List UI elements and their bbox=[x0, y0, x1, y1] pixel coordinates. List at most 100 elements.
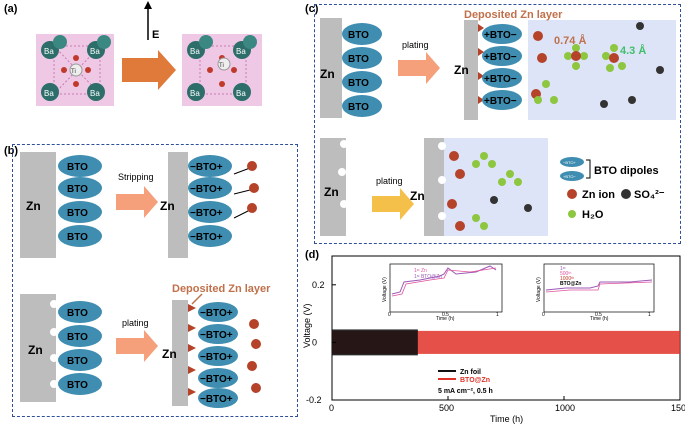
svg-text:−BTO+: −BTO+ bbox=[200, 308, 233, 319]
svg-text:−BTO+: −BTO+ bbox=[200, 374, 233, 385]
svg-text:500ᵗʰ: 500ᵗʰ bbox=[560, 271, 571, 277]
stripping-label: Stripping bbox=[118, 172, 154, 182]
series-zn-foil bbox=[332, 329, 418, 356]
panel-a-label: (a) bbox=[4, 3, 18, 15]
panel-b-diagram: Zn BTO BTO BTO BTO Stripping Zn −BTO+ −B… bbox=[20, 152, 271, 408]
svg-text:−BTO+: −BTO+ bbox=[190, 162, 223, 173]
transform-arrow bbox=[122, 50, 176, 90]
x-tick-label: 1500 bbox=[671, 403, 685, 413]
svg-text:Zn: Zn bbox=[28, 343, 43, 357]
svg-text:0: 0 bbox=[388, 312, 391, 318]
field-label: E bbox=[152, 29, 159, 41]
panel-a-diagram: Ba Ba Ba Ba Ti E Ba Ba Ba Ba Ti bbox=[36, 1, 262, 106]
svg-text:BTO: BTO bbox=[348, 78, 369, 89]
svg-text:Time (h): Time (h) bbox=[436, 316, 455, 322]
svg-text:0.5: 0.5 bbox=[595, 312, 602, 318]
svg-text:Ba: Ba bbox=[190, 89, 200, 98]
ba-atom bbox=[41, 35, 111, 101]
y-tick-label: -0.2 bbox=[306, 395, 322, 405]
svg-text:+BTO−: +BTO− bbox=[563, 174, 576, 179]
svg-text:Ti: Ti bbox=[71, 69, 76, 75]
svg-text:Zn: Zn bbox=[26, 199, 41, 213]
panel-b-label: (b) bbox=[4, 145, 19, 157]
svg-text:0.5: 0.5 bbox=[442, 312, 449, 318]
x-tick-label: 500 bbox=[439, 403, 454, 413]
svg-text:−BTO+: −BTO+ bbox=[563, 160, 576, 165]
svg-text:1ˢᵗ Zn: 1ˢᵗ Zn bbox=[414, 268, 427, 274]
panel-b-frame bbox=[12, 144, 298, 417]
svg-text:BTO: BTO bbox=[348, 30, 369, 41]
svg-text:Voltage (V): Voltage (V) bbox=[382, 277, 388, 302]
svg-text:1: 1 bbox=[648, 312, 651, 318]
svg-text:Ba: Ba bbox=[190, 47, 200, 56]
svg-text:−BTO+: −BTO+ bbox=[200, 394, 233, 405]
x-tick-label: 0 bbox=[329, 403, 334, 413]
svg-text:Ba: Ba bbox=[236, 47, 246, 56]
panel-c-diagram: Zn BTO BTO BTO BTO plating Deposited Zn … bbox=[320, 9, 676, 236]
svg-text:+BTO−: +BTO− bbox=[484, 96, 517, 107]
svg-text:Ba: Ba bbox=[90, 89, 100, 98]
svg-text:Zn: Zn bbox=[160, 199, 175, 213]
legend: −BTO+ +BTO− BTO dipoles Zn ion SO₄²⁻ H₂O bbox=[560, 157, 665, 221]
svg-text:plating: plating bbox=[122, 318, 149, 328]
svg-text:−BTO+: −BTO+ bbox=[190, 232, 223, 243]
svg-text:0: 0 bbox=[542, 312, 545, 318]
distance-43: 4.3 Å bbox=[620, 44, 646, 57]
condition-annotation: 5 mA cm⁻², 0.5 h bbox=[438, 388, 493, 395]
svg-text:BTO: BTO bbox=[67, 332, 88, 343]
panel-d-label: (d) bbox=[305, 249, 320, 261]
svg-text:+BTO−: +BTO− bbox=[484, 52, 517, 63]
voltage-chart: 0 500 1000 1500 -0.2 0 0.2 Voltage (V) Time (h… bbox=[302, 255, 685, 424]
svg-text:Zn: Zn bbox=[454, 63, 469, 77]
svg-text:BTO: BTO bbox=[67, 308, 88, 319]
svg-text:Zn: Zn bbox=[320, 67, 335, 81]
svg-text:Ba: Ba bbox=[236, 89, 246, 98]
svg-text:plating: plating bbox=[376, 176, 403, 186]
panel-c-frame bbox=[314, 4, 681, 244]
svg-text:BTO: BTO bbox=[67, 184, 88, 195]
y-axis-label: Voltage (V) bbox=[302, 303, 312, 348]
svg-text:1000ᵗʰ: 1000ᵗʰ bbox=[560, 276, 574, 282]
svg-text:H₂O: H₂O bbox=[582, 209, 604, 221]
svg-text:BTO@Zn: BTO@Zn bbox=[560, 281, 581, 287]
svg-text:Ba: Ba bbox=[90, 47, 100, 56]
svg-text:Zn: Zn bbox=[324, 185, 339, 199]
svg-text:BTO: BTO bbox=[67, 208, 88, 219]
series-bto-zn bbox=[332, 330, 680, 354]
svg-text:−BTO+: −BTO+ bbox=[200, 330, 233, 341]
svg-text:plating: plating bbox=[402, 40, 429, 50]
svg-text:BTO: BTO bbox=[348, 102, 369, 113]
svg-text:1: 1 bbox=[496, 312, 499, 318]
svg-text:Zn ion: Zn ion bbox=[582, 189, 615, 201]
legend-bto-zn: BTO@Zn bbox=[460, 377, 490, 384]
svg-text:BTO dipoles: BTO dipoles bbox=[594, 165, 659, 177]
y-tick-label: 0 bbox=[312, 337, 317, 347]
svg-text:−BTO+: −BTO+ bbox=[190, 184, 223, 195]
svg-text:−BTO+: −BTO+ bbox=[190, 208, 223, 219]
svg-text:BTO: BTO bbox=[348, 54, 369, 65]
svg-text:BTO: BTO bbox=[67, 162, 88, 173]
svg-text:+BTO−: +BTO− bbox=[484, 30, 517, 41]
svg-text:BTO: BTO bbox=[67, 356, 88, 367]
inset-1: 1ˢᵗ Zn 1ˢᵗ BTO@Zn Time (h) Voltage (V) 0… bbox=[382, 263, 503, 322]
svg-text:−BTO+: −BTO+ bbox=[200, 352, 233, 363]
svg-text:1ˢᵗ: 1ˢᵗ bbox=[560, 266, 566, 272]
distance-074: 0.74 Å bbox=[554, 34, 586, 47]
legend-zn-foil: Zn foil bbox=[460, 369, 481, 376]
svg-text:Ba: Ba bbox=[44, 89, 54, 98]
svg-text:Zn: Zn bbox=[410, 189, 425, 203]
svg-text:Ti: Ti bbox=[219, 63, 224, 69]
deposited-label-c: Deposited Zn layer bbox=[464, 9, 563, 21]
deposited-label: Deposited Zn layer bbox=[172, 283, 271, 295]
svg-text:BTO: BTO bbox=[67, 232, 88, 243]
x-tick-label: 1000 bbox=[555, 403, 575, 413]
svg-text:Ba: Ba bbox=[44, 47, 54, 56]
svg-text:Voltage (V): Voltage (V) bbox=[536, 277, 542, 302]
svg-text:BTO: BTO bbox=[67, 380, 88, 391]
svg-text:+BTO−: +BTO− bbox=[484, 74, 517, 85]
x-axis-label: Time (h) bbox=[490, 414, 523, 424]
inset-2: 1ˢᵗ 500ᵗʰ 1000ᵗʰ BTO@Zn Time (h) Voltage… bbox=[536, 263, 655, 322]
y-tick-label: 0.2 bbox=[312, 280, 325, 290]
panel-c-label: (c) bbox=[305, 3, 319, 15]
svg-text:Time (h): Time (h) bbox=[590, 316, 609, 322]
